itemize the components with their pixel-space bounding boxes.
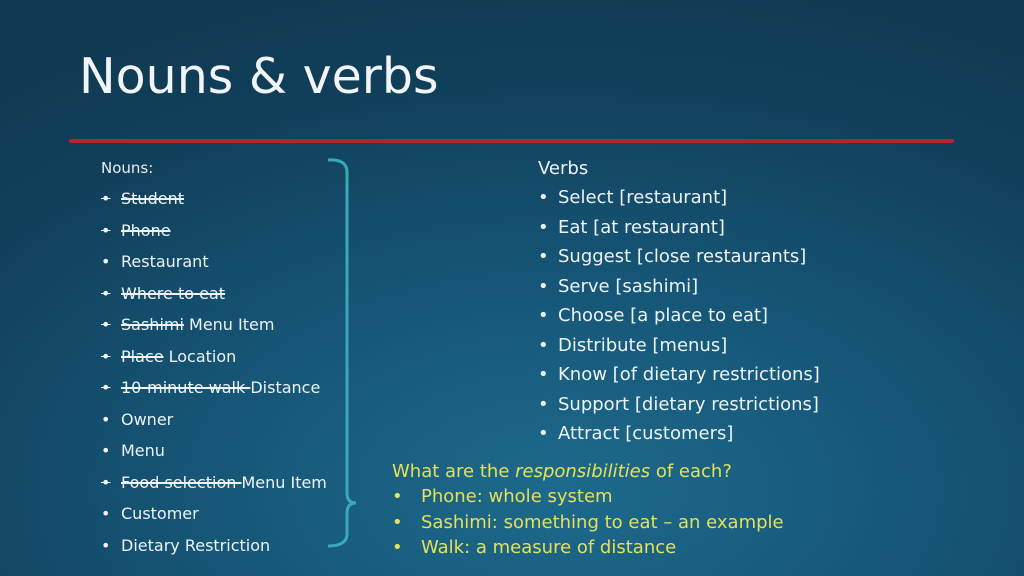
question-prefix: What are the — [392, 461, 516, 482]
right-curly-brace-icon — [327, 158, 357, 548]
bullet-icon: • — [538, 393, 549, 415]
noun-item: • Place Location — [101, 346, 327, 378]
verb-text: Eat [at restaurant] — [558, 216, 725, 238]
bullet-icon: • — [101, 315, 111, 334]
bullet-icon: • — [538, 275, 549, 297]
nouns-list: • Student • Phone • Restaurant • Where to ea… — [101, 188, 327, 566]
bullet-icon: • — [538, 246, 549, 267]
noun-item: • Food selection Menu Item — [101, 472, 327, 504]
responsibility-text: Sashimi: something to eat – an example — [421, 511, 784, 533]
noun-text: Dietary Restriction — [121, 535, 271, 555]
bullet-icon: • — [101, 535, 111, 555]
bullet-icon: • — [101, 409, 111, 429]
verb-item: • Suggest [close restaurants] — [538, 244, 820, 274]
noun-struck-text: Phone — [121, 220, 171, 240]
noun-struck-text: Where to eat — [121, 283, 226, 303]
responsibility-item: • Sashimi: something to eat – an example — [392, 510, 784, 536]
bullet-icon: • — [101, 283, 111, 303]
noun-text: Owner — [121, 409, 174, 429]
bullet-icon: • — [538, 334, 549, 356]
noun-text: Restaurant — [121, 252, 209, 271]
noun-text: Menu Item — [183, 315, 275, 334]
title-underline-rule — [69, 139, 954, 143]
bullet-icon: • — [392, 537, 403, 558]
slide-title: Nouns & verbs — [79, 48, 439, 105]
question-emphasis: responsibilities — [515, 461, 651, 482]
nouns-heading: Nouns: — [101, 159, 154, 177]
bullet-icon: • — [101, 220, 111, 240]
bullet-icon: • — [101, 504, 111, 523]
responsibility-item: • Walk: a measure of distance — [392, 535, 784, 561]
bullet-icon: • — [538, 216, 549, 238]
responsibility-text: Phone: whole system — [421, 486, 613, 507]
verb-item: • Distribute [menus] — [538, 333, 820, 363]
noun-text: Customer — [121, 504, 199, 523]
verb-text: Know [of dietary restrictions] — [558, 364, 820, 385]
bullet-icon: • — [101, 252, 111, 271]
verb-item: • Support [dietary restrictions] — [538, 392, 820, 422]
responsibilities-question: What are the responsibilities of each? — [392, 460, 784, 484]
verb-item: • Serve [sashimi] — [538, 274, 820, 304]
noun-text: Menu — [121, 441, 165, 460]
verbs-section: Verbs • Select [restaurant] • Eat [at rest… — [538, 156, 820, 451]
noun-item: • 10-minute walk Distance — [101, 377, 327, 409]
bullet-icon: • — [538, 423, 549, 444]
noun-text: Distance — [250, 378, 321, 397]
bullet-icon: • — [101, 441, 111, 460]
verb-text: Select [restaurant] — [558, 187, 728, 208]
noun-struck-text: Sashimi — [121, 315, 184, 334]
noun-item: • Sashimi Menu Item — [101, 314, 327, 346]
bullet-icon: • — [101, 189, 111, 208]
verb-text: Serve [sashimi] — [558, 275, 699, 297]
responsibility-item: • Phone: whole system — [392, 484, 784, 510]
noun-struck-text: Food selection — [121, 472, 242, 492]
noun-item: • Student — [101, 188, 327, 220]
noun-item: • Where to eat — [101, 283, 327, 315]
verb-text: Support [dietary restrictions] — [558, 393, 819, 415]
bullet-icon: • — [101, 472, 111, 492]
verb-item: • Eat [at restaurant] — [538, 215, 820, 245]
noun-struck-text: 10-minute walk — [121, 378, 251, 397]
noun-struck-text: Student — [121, 189, 184, 208]
noun-text: Menu Item — [241, 472, 327, 492]
verb-item: • Know [of dietary restrictions] — [538, 362, 820, 392]
noun-item: • Phone — [101, 220, 327, 252]
verbs-heading: Verbs — [538, 158, 589, 179]
noun-text: Location — [163, 346, 237, 366]
noun-item: • Dietary Restriction — [101, 535, 327, 567]
verb-text: Attract [customers] — [558, 423, 734, 444]
nouns-section: Nouns: • Student • Phone • Restaurant • Wher… — [101, 157, 327, 566]
verb-text: Choose [a place to eat] — [558, 305, 769, 326]
verbs-list: • Select [restaurant] • Eat [at restaurant… — [538, 185, 820, 451]
bullet-icon: • — [538, 364, 549, 385]
bullet-icon: • — [101, 378, 111, 397]
verb-text: Distribute [menus] — [558, 334, 728, 356]
bullet-icon: • — [392, 511, 403, 533]
verb-item: • Attract [customers] — [538, 421, 820, 451]
bullet-icon: • — [101, 346, 111, 366]
question-suffix: of each? — [650, 461, 732, 482]
responsibility-text: Walk: a measure of distance — [421, 537, 677, 558]
verb-item: • Choose [a place to eat] — [538, 303, 820, 333]
verb-item: • Select [restaurant] — [538, 185, 820, 215]
responsibilities-section: What are the responsibilities of each? •… — [392, 460, 784, 561]
noun-item: • Restaurant — [101, 251, 327, 283]
bullet-icon: • — [538, 305, 549, 326]
responsibilities-list: • Phone: whole system • Sashimi: something… — [392, 484, 784, 561]
bullet-icon: • — [392, 486, 403, 507]
noun-item: • Owner — [101, 409, 327, 441]
noun-item: • Menu — [101, 440, 327, 472]
bullet-icon: • — [538, 187, 549, 208]
noun-item: • Customer — [101, 503, 327, 535]
noun-struck-text: Place — [121, 346, 164, 366]
verb-text: Suggest [close restaurants] — [558, 246, 807, 267]
